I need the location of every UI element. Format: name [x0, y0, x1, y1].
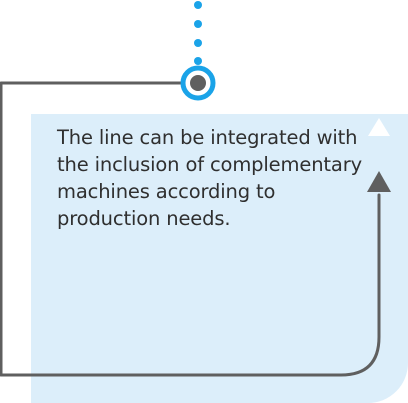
connector-node-icon [180, 65, 216, 101]
gray-up-arrow-icon [367, 171, 391, 192]
white-up-arrow-icon [368, 118, 390, 136]
flow-line [0, 81, 381, 377]
panel-text: The line can be integrated with the incl… [57, 126, 362, 230]
dotted-connector-icon [194, 1, 202, 65]
connector-dot [194, 1, 202, 9]
connector-dot [194, 39, 202, 47]
info-panel [31, 114, 408, 403]
connector-dot [194, 57, 202, 65]
connector-dot [194, 20, 202, 28]
